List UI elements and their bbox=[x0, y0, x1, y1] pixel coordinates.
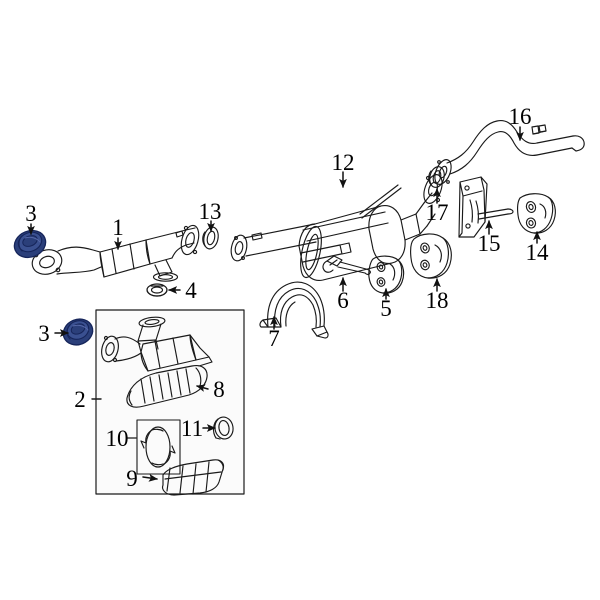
callout-label-18: 18 bbox=[426, 288, 449, 313]
callout-label-17: 17 bbox=[426, 200, 449, 225]
callout-label-13: 13 bbox=[199, 199, 222, 224]
leader-8 bbox=[196, 384, 209, 392]
clamp-10 bbox=[126, 419, 181, 475]
callout-label-16: 16 bbox=[509, 104, 532, 129]
callout-label-9: 9 bbox=[126, 466, 138, 491]
callout-label-6: 6 bbox=[337, 288, 349, 313]
callout-label-11: 11 bbox=[181, 416, 203, 441]
front-pipe-assembly bbox=[31, 224, 200, 282]
callout-label-12: 12 bbox=[332, 150, 355, 175]
callout-label-8: 8 bbox=[213, 377, 225, 402]
shield-8 bbox=[126, 364, 208, 408]
muffler bbox=[230, 174, 443, 281]
bracket-15 bbox=[458, 176, 514, 238]
shield-9 bbox=[161, 459, 225, 496]
seal-4 bbox=[146, 283, 168, 297]
gasket-upper[interactable] bbox=[10, 226, 49, 262]
callout-label-2: 2 bbox=[74, 387, 86, 412]
callout-label-3-lower: 3 bbox=[38, 321, 50, 346]
callout-label-5: 5 bbox=[380, 296, 392, 321]
callout-label-4: 4 bbox=[185, 278, 197, 303]
gasket-lower[interactable] bbox=[59, 315, 96, 349]
callout-label-3-upper: 3 bbox=[25, 201, 37, 226]
callout-label-1: 1 bbox=[112, 215, 124, 240]
callout-label-10: 10 bbox=[106, 426, 129, 451]
hanger-14 bbox=[517, 193, 556, 234]
hanger-18 bbox=[410, 233, 452, 279]
callout-label-7: 7 bbox=[268, 326, 280, 351]
hanger-rod-6 bbox=[322, 255, 371, 276]
leader-9 bbox=[142, 473, 158, 482]
ring-gasket-17 bbox=[428, 166, 445, 188]
tail-pipe bbox=[434, 119, 585, 185]
hanger-5 bbox=[368, 255, 405, 294]
callout-label-15: 15 bbox=[478, 231, 501, 256]
catalytic-converter-assembly bbox=[101, 316, 213, 372]
callout-label-14: 14 bbox=[526, 240, 550, 265]
converter-group bbox=[91, 309, 245, 495]
